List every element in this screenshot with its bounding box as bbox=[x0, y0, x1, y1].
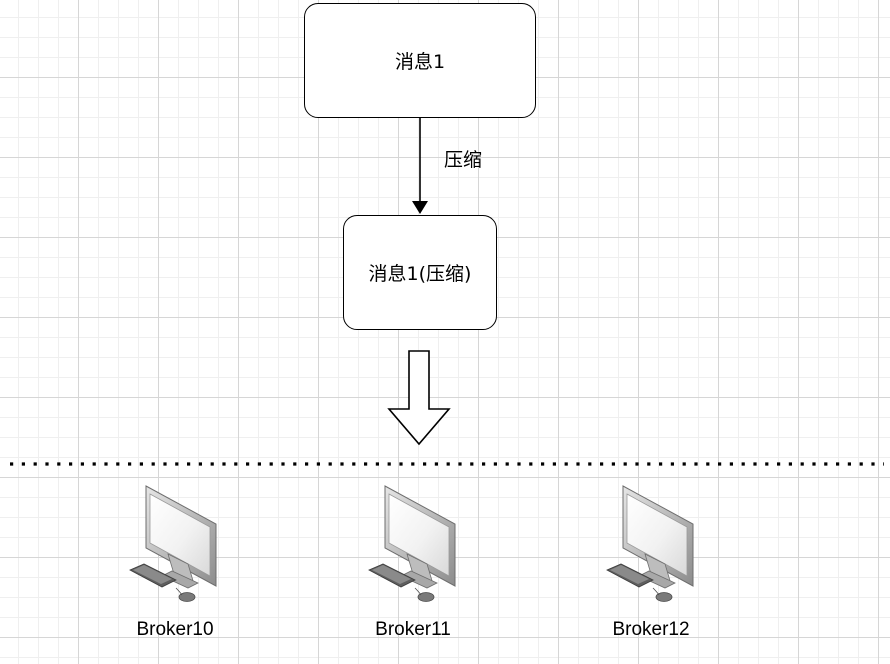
compress-edge-label: 压缩 bbox=[444, 149, 483, 171]
computer-icon bbox=[606, 485, 694, 602]
send-down-arrow bbox=[387, 350, 451, 446]
broker-label: Broker11 bbox=[375, 619, 451, 640]
computer-icon bbox=[129, 485, 217, 602]
message-node-label: 消息1 bbox=[394, 51, 446, 73]
broker-label: Broker12 bbox=[612, 619, 690, 640]
compressed-message-node: 消息1(压缩) bbox=[343, 215, 497, 330]
compress-arrow-head bbox=[412, 201, 428, 214]
compressed-message-node-label: 消息1(压缩) bbox=[368, 263, 472, 285]
computer-icon bbox=[368, 485, 456, 602]
message-node: 消息1 bbox=[304, 3, 536, 118]
broker-label: Broker10 bbox=[136, 619, 214, 640]
